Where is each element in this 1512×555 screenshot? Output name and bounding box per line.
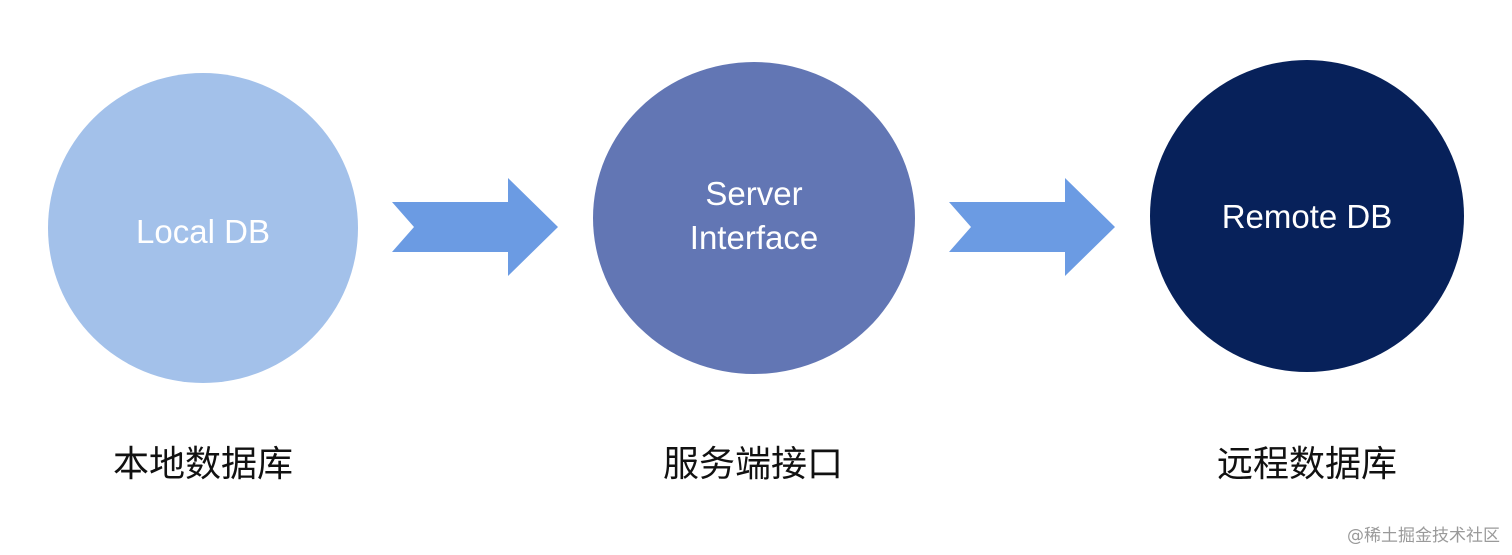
- remote-db-caption: 远程数据库: [1216, 444, 1397, 485]
- server-interface-label: Server Interface: [689, 175, 819, 256]
- local-db-node: Local DB: [48, 73, 358, 383]
- server-interface-caption: 服务端接口: [662, 444, 843, 485]
- watermark: @稀土掘金技术社区: [1347, 526, 1500, 546]
- local-db-label: Local DB: [136, 213, 270, 250]
- remote-db-node: Remote DB: [1150, 60, 1464, 372]
- local-db-caption: 本地数据库: [112, 444, 293, 485]
- server-interface-node: Server Interface: [593, 62, 915, 374]
- arrow-server-to-remote: [949, 178, 1115, 276]
- remote-db-label: Remote DB: [1221, 198, 1393, 235]
- arrow-local-to-server: [392, 178, 558, 276]
